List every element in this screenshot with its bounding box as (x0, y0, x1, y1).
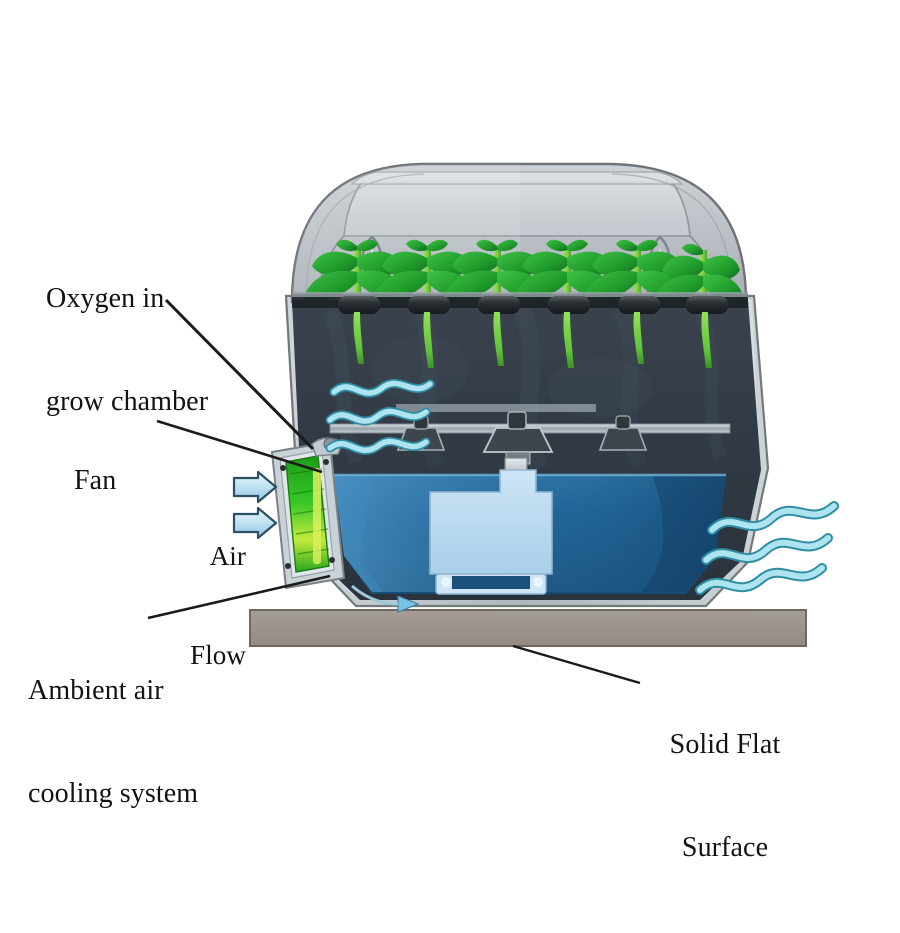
label-air-flow-line2: Flow (190, 639, 246, 670)
label-solid-line1: Solid Flat (669, 729, 781, 761)
airflow-squiggles-exterior (695, 501, 839, 595)
root-pod (478, 296, 520, 366)
root-pod (548, 296, 590, 368)
leader-line-fan (156, 419, 323, 474)
spray-nozzle (598, 415, 648, 451)
label-oxygen-line2: grow chamber (46, 385, 209, 417)
root-pod (686, 296, 728, 368)
root-pod (408, 296, 450, 368)
label-ambient-line1: Ambient air (28, 675, 164, 707)
label-fan-line1: Fan (74, 465, 117, 497)
leader-lines (147, 298, 641, 685)
grow-chamber-illustration (147, 162, 839, 685)
leader-line-oxygen (164, 298, 315, 451)
root-pod (618, 296, 660, 364)
label-solid-flat-surface: Solid Flat Surface (645, 660, 805, 933)
inlet-flow-arrow (351, 584, 420, 613)
root-pod-row (338, 296, 728, 368)
root-pod (338, 296, 380, 364)
diagram-canvas: Oxygen in grow chamber Fan Air Flow Ambi… (28, 162, 839, 879)
label-air-flow-line1: Air (209, 540, 246, 571)
label-ambient-line2: cooling system (28, 777, 199, 809)
leader-line-ambient (147, 574, 331, 620)
label-solid-line2: Surface (681, 831, 769, 863)
water-pump (429, 469, 553, 595)
label-air-flow: Air Flow (168, 474, 246, 738)
label-ambient-air-cooling-system: Ambient air cooling system (28, 606, 198, 879)
air-flow-arrow (232, 470, 278, 504)
label-fan: Fan (74, 396, 116, 567)
leader-line-solid-surface (512, 644, 641, 685)
solid-flat-surface (249, 609, 807, 647)
airflow-squiggles-interior (325, 378, 435, 455)
label-oxygen-line1: Oxygen in (46, 283, 165, 315)
plant (374, 239, 480, 300)
air-flow-arrow (232, 506, 278, 540)
label-oxygen-in-grow-chamber: Oxygen in grow chamber (46, 214, 208, 487)
